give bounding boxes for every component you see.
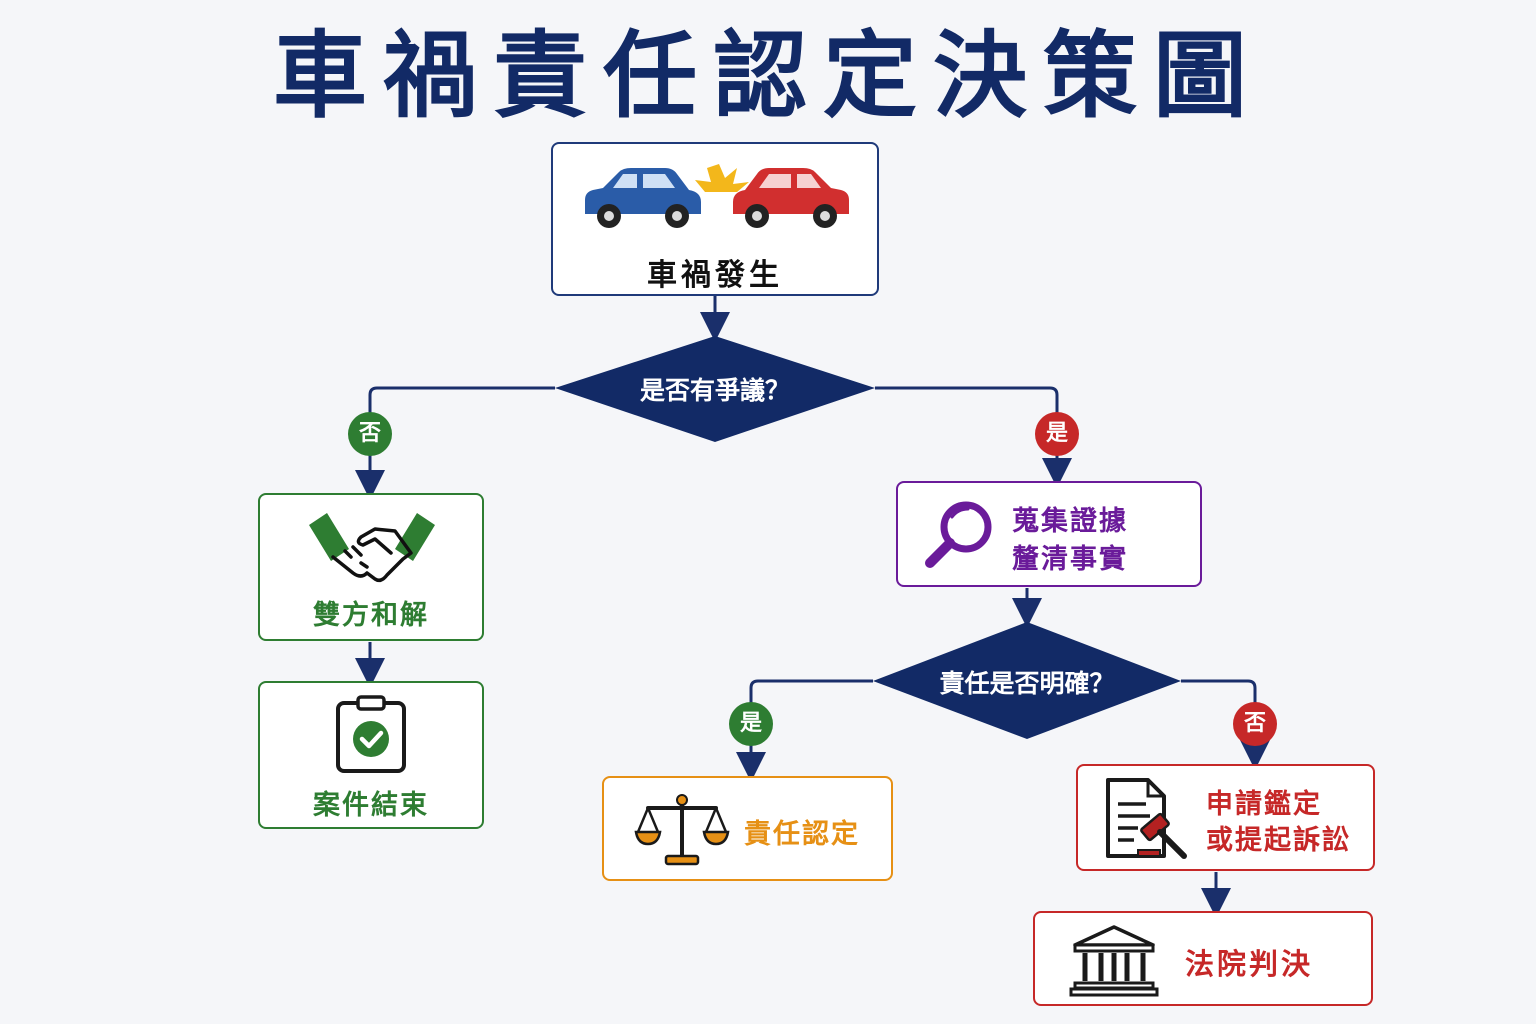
scales-icon	[634, 794, 730, 866]
node-court-judgment: 法院判決	[1033, 911, 1373, 1006]
page-title: 車禍責任認定決策圖	[272, 22, 1263, 131]
badge-q2-no: 否	[1233, 702, 1277, 746]
node-liability: 責任認定	[602, 776, 893, 881]
car-collision-icon	[585, 164, 849, 228]
node-appraisal-lawsuit: 申請鑑定 或提起訴訟	[1076, 764, 1375, 871]
node-evidence: 蒐集證據 釐清事實	[896, 481, 1202, 587]
node-settlement: 雙方和解	[258, 493, 484, 641]
courthouse-icon	[1069, 925, 1159, 997]
badge-q1-no: 否	[348, 412, 392, 456]
decision-clear-label: 責任是否明確？	[939, 669, 1115, 698]
node-appraisal-line1: 申請鑑定	[1206, 789, 1322, 820]
node-court-judgment-label: 法院判決	[1185, 947, 1314, 981]
handshake-icon	[309, 513, 435, 583]
node-accident-label: 車禍發生	[647, 258, 783, 293]
decision-diamond-clear	[873, 622, 1181, 739]
node-appraisal-line2: 或提起訴訟	[1206, 825, 1351, 856]
badge-q1-yes: 是	[1035, 412, 1079, 456]
node-case-closed-label: 案件結束	[313, 790, 429, 821]
magnifier-icon	[925, 501, 992, 568]
decision-dispute-label: 是否有爭議？	[639, 376, 790, 405]
node-evidence-line1: 蒐集證據	[1012, 506, 1128, 537]
node-liability-label: 責任認定	[744, 819, 860, 850]
clipboard-check-icon	[336, 695, 406, 773]
decision-diamond-dispute	[555, 336, 875, 442]
badge-q2-yes: 是	[729, 702, 773, 746]
node-settlement-label: 雙方和解	[313, 600, 429, 631]
node-evidence-line2: 釐清事實	[1012, 544, 1128, 575]
node-case-closed: 案件結束	[258, 681, 484, 829]
document-gavel-icon	[1106, 778, 1187, 859]
node-accident: 車禍發生	[551, 142, 879, 296]
